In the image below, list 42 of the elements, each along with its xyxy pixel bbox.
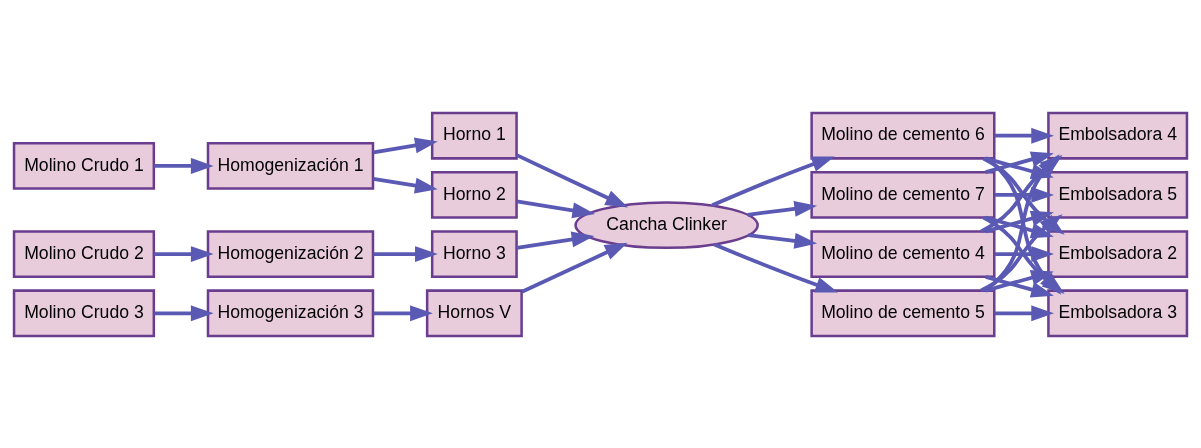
- arrow: [748, 232, 818, 249]
- node-box: Embolsadora 2: [1047, 229, 1189, 278]
- arrow: [713, 242, 839, 293]
- arrow: [711, 156, 835, 207]
- arrow: [994, 245, 1054, 262]
- node-box: Horno 1: [430, 111, 518, 160]
- node-box: Molino de cemento 6: [810, 111, 996, 160]
- node-box: Embolsadora 3: [1047, 288, 1189, 337]
- arrow: [373, 176, 438, 194]
- node-box: Horno 3: [430, 229, 518, 278]
- node-box: Molino de cemento 4: [810, 229, 996, 278]
- arrow: [516, 231, 595, 250]
- arrow: [994, 304, 1054, 321]
- node-box: Homogenización 2: [206, 229, 375, 278]
- arrow: [521, 242, 628, 293]
- node-box: Molino Crudo 2: [12, 229, 156, 278]
- arrow: [747, 200, 818, 217]
- arrow: [994, 127, 1054, 144]
- arrow: [516, 152, 629, 208]
- node-box: Molino Crudo 1: [12, 141, 156, 190]
- arrow: [994, 186, 1054, 203]
- node-box: Molino de cemento 7: [810, 170, 996, 219]
- node-ellipse: Cancha Clinker: [574, 200, 759, 249]
- node-box: Embolsadora 4: [1047, 111, 1189, 160]
- node-box: Homogenización 3: [206, 288, 375, 337]
- node-box: Molino de cemento 5: [810, 288, 996, 337]
- arrow: [373, 137, 438, 154]
- arrow: [154, 157, 214, 174]
- node-box: Embolsadora 5: [1047, 170, 1189, 219]
- arrow: [985, 156, 1054, 179]
- arrow: [154, 245, 214, 262]
- arrow: [985, 215, 1054, 238]
- node-box: Homogenización 1: [206, 141, 375, 190]
- node-box: Molino Crudo 3: [12, 288, 156, 337]
- arrow: [373, 245, 438, 262]
- arrow: [985, 151, 1054, 174]
- arrow: [516, 199, 596, 218]
- node-box: Hornos V: [425, 288, 523, 337]
- arrow: [373, 304, 433, 321]
- arrow: [985, 274, 1054, 297]
- node-box: Horno 2: [430, 170, 518, 219]
- arrow: [154, 304, 214, 321]
